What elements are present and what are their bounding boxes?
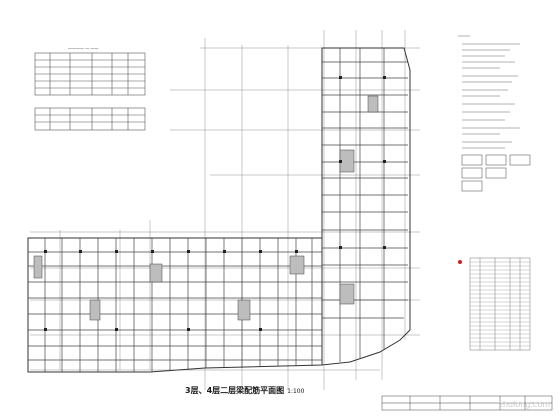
building-outline [27,47,411,373]
schedule-table-lower [34,107,146,131]
beams-vertical-wing [322,48,408,362]
notes-legend-boxes [461,154,531,192]
note-marker [458,260,462,264]
columns [44,76,386,331]
drawing-scale: 1:100 [287,388,305,395]
schedule-title-upper: ———— — —— [68,46,99,51]
beams-horizontal-wing [28,238,322,372]
drawing-title: 3层、4层二层梁配筋平面图 [185,386,285,395]
schedule-table-upper [34,52,146,96]
title-block [381,395,553,411]
general-notes [458,35,520,149]
watermark: zhulong.com [498,400,550,409]
rebar-schedule-rows [470,261,530,347]
core-hatch-areas [33,95,379,321]
rebar-schedule-table [469,257,531,351]
